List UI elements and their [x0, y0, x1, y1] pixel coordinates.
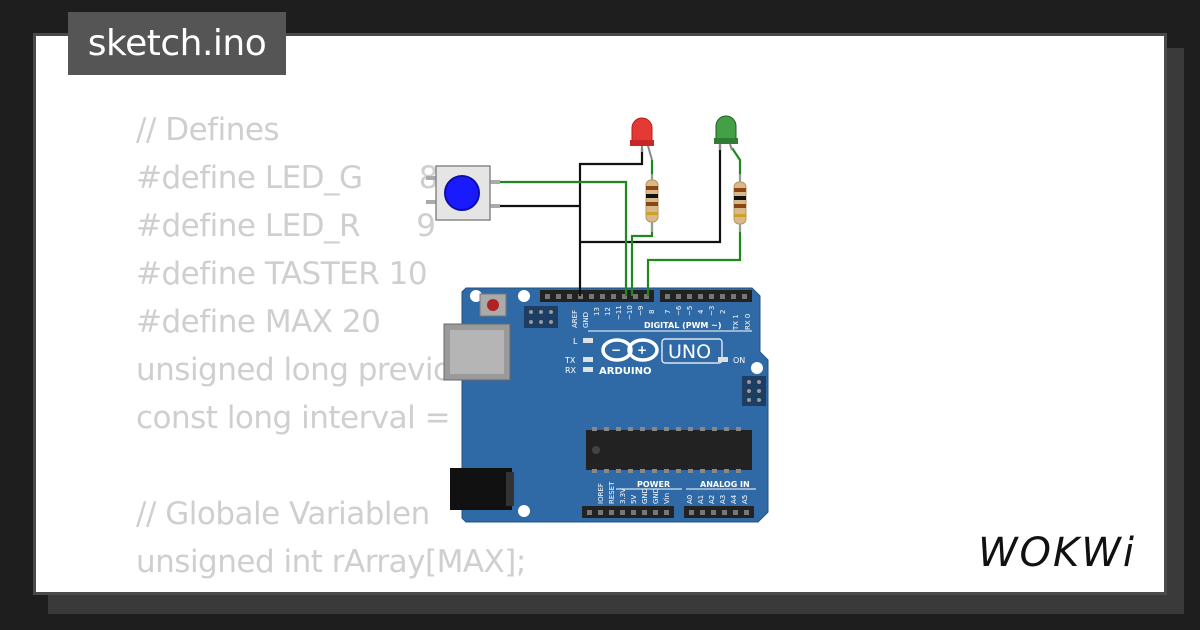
pin-label: GND	[652, 488, 660, 504]
pin-label: 13	[593, 307, 601, 316]
rx-led-label: RX	[565, 366, 577, 375]
wires	[499, 140, 742, 296]
power-label: POWER	[637, 480, 670, 489]
pin-label: A0	[686, 495, 694, 504]
wokwi-logo: WOKWi	[978, 530, 1136, 576]
l-led-label: L	[573, 337, 578, 346]
brand-label: ARDUINO	[599, 366, 651, 377]
green-led[interactable]	[714, 115, 738, 151]
pin-label: GND	[641, 488, 649, 504]
svg-text:+: +	[637, 343, 647, 357]
arduino-uno-board[interactable]: AREF GND 13 12 ~11 ~10 ~9 8 7 ~6 ~5 4 ~3…	[443, 287, 769, 523]
pin-label: 3.3V	[619, 488, 627, 504]
pin-label: ~6	[675, 305, 683, 316]
top-header-left-pins	[545, 294, 649, 299]
pin-label: A5	[741, 495, 749, 504]
pin-label: GND	[582, 312, 590, 328]
pin-label: 2	[719, 310, 727, 314]
pin-label: AREF	[571, 310, 579, 328]
resistor-red-led[interactable]	[645, 174, 659, 232]
code-line: unsigned long previo	[136, 352, 452, 388]
pin-label: A1	[697, 495, 705, 504]
code-line: #define TASTER 10	[136, 256, 428, 292]
pin-label: ~5	[686, 306, 694, 316]
analog-label: ANALOG IN	[700, 480, 750, 489]
pin-label: TX 1	[732, 314, 740, 331]
arduino-logo	[601, 338, 659, 362]
wokwi-logo-text: WOKWi	[978, 530, 1136, 576]
pin-label: ~9	[637, 306, 645, 316]
code-line: // Globale Variablen	[136, 496, 430, 532]
pin-label: ~10	[626, 305, 634, 320]
pin-label: ~11	[615, 305, 623, 320]
push-button[interactable]	[426, 165, 500, 221]
pin-label: IOREF	[597, 483, 605, 504]
code-preview: // Defines#define LED_G 8#define LED_R 9…	[136, 106, 526, 592]
code-line: #define LED_R 9	[136, 208, 436, 244]
pin-label: 4	[697, 309, 705, 314]
code-line: #define MAX 20	[136, 304, 381, 340]
red-led[interactable]	[630, 117, 654, 161]
pin-label: 12	[604, 307, 612, 316]
pin-label: Vin	[663, 493, 671, 504]
sketch-title: sketch.ino	[68, 12, 286, 75]
code-line: const long interval = 2	[136, 400, 479, 436]
model-label: UNO	[668, 341, 711, 363]
pin-label: A4	[730, 494, 738, 504]
pin-label: 5V	[630, 495, 638, 504]
tx-led-label: TX	[564, 356, 576, 365]
pin-label: RESET	[608, 481, 616, 504]
pin-label: 8	[648, 310, 656, 314]
on-led-label: ON	[733, 356, 745, 365]
svg-text:−: −	[611, 343, 621, 357]
code-line: // Defines	[136, 112, 280, 148]
pin-label: RX 0	[744, 314, 752, 330]
pin-label: A3	[719, 495, 727, 504]
pin-label: 7	[664, 310, 672, 314]
pin-label: ~3	[708, 306, 716, 316]
code-line: unsigned int rArray[MAX];	[136, 544, 526, 580]
microcontroller-chip	[586, 430, 752, 470]
pin-label: A2	[708, 495, 716, 504]
digital-label: DIGITAL (PWM ~)	[644, 321, 722, 330]
resistor-green-led[interactable]	[733, 174, 747, 232]
